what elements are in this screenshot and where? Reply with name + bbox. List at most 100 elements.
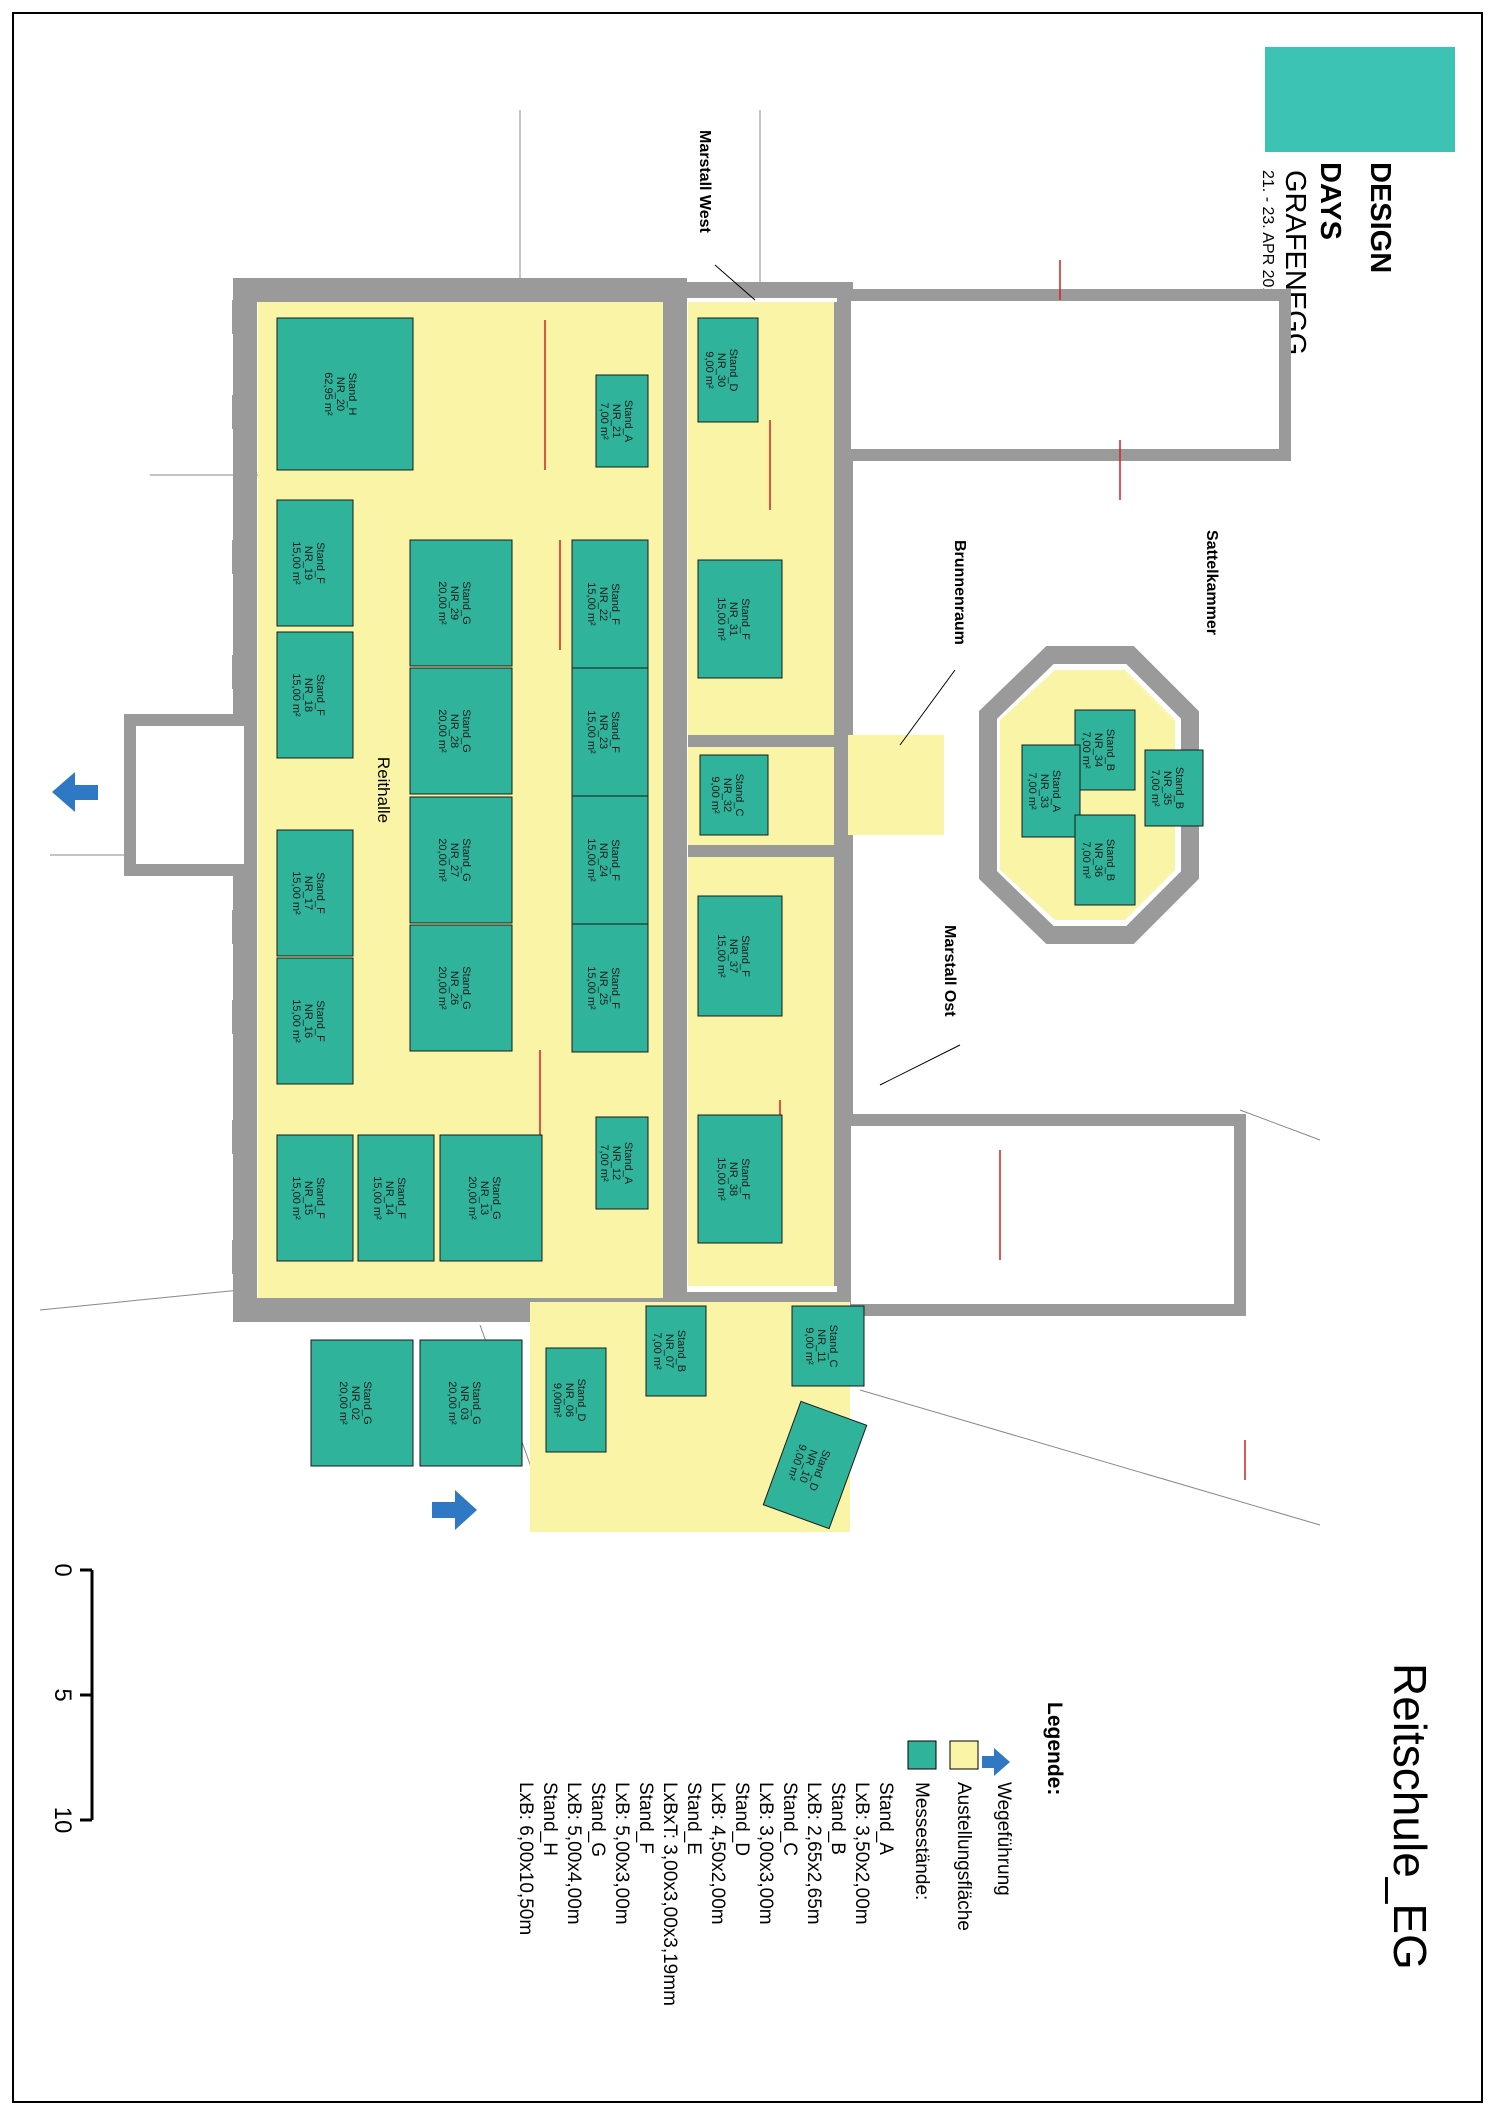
room-label-marstall-ost: Marstall Ost (941, 925, 958, 1017)
scale-tick-10: 10 (49, 1807, 76, 1834)
room-label-sattelkammer: Sattelkammer (1203, 530, 1220, 635)
stand-nr-28[interactable] (409, 667, 513, 795)
legend-arrow-icon (982, 1748, 1010, 1776)
legend-stand-size: LxB: 3,00x3,00m (755, 1782, 776, 1925)
stand-label-31: Stand_FNR_3115,00 m² (715, 597, 751, 641)
legend-stand-name: Stand_B (827, 1782, 848, 1855)
sattelkammer-wall (979, 646, 1199, 944)
stand-nr-34[interactable] (1074, 709, 1136, 791)
stand-label-19: Stand_FNR_1915,00 m² (290, 541, 326, 585)
legend-symbols (907, 1740, 1010, 1776)
page-frame (12, 12, 1483, 2103)
stand-label-30: Stand_DNR_309,00 m² (703, 349, 739, 392)
legend-stand-size: LxB: 6,00x10,50m (515, 1782, 536, 1935)
stand-label-03: Stand_GNR_0320,00 m² (446, 1381, 482, 1425)
stand-label-13: Stand_GNR_1320,00 m² (466, 1176, 502, 1220)
legend-stand-name: Stand_H (539, 1782, 560, 1856)
stand-nr-38[interactable] (697, 1114, 783, 1244)
stand-nr-18[interactable] (276, 631, 354, 759)
stand-nr-10[interactable] (762, 1400, 868, 1530)
legend-stand-name: Stand_E (683, 1782, 704, 1855)
stand-nr-20[interactable] (276, 317, 414, 471)
scale-tick-5: 5 (49, 1688, 76, 1701)
stand-nr-37[interactable] (697, 895, 783, 1017)
stand-label-24: Stand_FNR_2415,00 m² (585, 838, 621, 882)
direction-arrows (52, 772, 477, 1530)
buttresses (232, 300, 254, 1274)
stand-label-28: Stand_GNR_2820,00 m² (436, 709, 472, 753)
stand-nr-26[interactable] (409, 924, 513, 1052)
stand-label-26: Stand_GNR_2620,00 m² (436, 966, 472, 1010)
brand-logo (1265, 47, 1455, 152)
stand-nr-24[interactable] (571, 795, 649, 925)
stand-nr-21[interactable] (595, 374, 649, 468)
stand-nr-13[interactable] (439, 1134, 543, 1262)
stand-nr-15[interactable] (276, 1134, 354, 1262)
legend-item-messestaende: Messestände: (911, 1782, 932, 1900)
room-label-brunnenraum: Brunnenraum (951, 540, 968, 645)
stand-nr-11[interactable] (791, 1305, 865, 1387)
legend-stand-size: LxBxT: 3,00x3,00x3,19mm (659, 1782, 680, 2006)
stand-label-17: Stand_FNR_1715,00 m² (290, 871, 326, 915)
stand-label-36: Stand_BNR_367,00 m² (1080, 839, 1116, 881)
stand-nr-25[interactable] (571, 923, 649, 1053)
legend-stand-size: LxB: 5,00x3,00m (611, 1782, 632, 1925)
stand-nr-31[interactable] (697, 559, 783, 679)
stand-label-29: Stand_GNR_2920,00 m² (436, 581, 472, 625)
stand-nr-27[interactable] (409, 796, 513, 924)
legend-stand-size: LxB: 2,65x2,65m (803, 1782, 824, 1925)
stand-label-35: Stand_BNR_357,00 m² (1149, 767, 1185, 809)
stand-label-02: Stand_GNR_0220,00 m² (337, 1381, 373, 1425)
stand-nr-14[interactable] (357, 1134, 435, 1262)
legend-stand-size: LxB: 4,50x2,00m (707, 1782, 728, 1925)
stand-nr-29[interactable] (409, 539, 513, 667)
stand-label-33: Stand_ANR_337,00 m² (1026, 770, 1062, 813)
stand-nr-22[interactable] (571, 539, 649, 669)
stand-label-23: Stand_FNR_2315,00 m² (585, 710, 621, 754)
stand-label-12: Stand_ANR_127,00 m² (598, 1142, 634, 1185)
inner-wall (663, 302, 685, 1298)
stand-label-20: Stand_HNR_2062,95 m² (322, 372, 358, 416)
legend-stand-name: Stand_F (635, 1782, 656, 1854)
stand-label-06: Stand_DNR_069,00m² (551, 1379, 587, 1422)
stand-label-21: Stand_ANR_217,00 m² (598, 400, 634, 443)
room-label-reithalle: Reithalle (374, 757, 393, 823)
stand-label-27: Stand_GNR_2720,00 m² (436, 838, 472, 882)
stand-nr-23[interactable] (571, 667, 649, 797)
stand-nr-07[interactable] (645, 1305, 707, 1397)
stand-nr-02[interactable] (310, 1339, 414, 1467)
stand-nr-03[interactable] (419, 1339, 523, 1467)
stand-nr-12[interactable] (595, 1116, 649, 1210)
legend-stand-name: Stand_C (779, 1782, 800, 1856)
stand-nr-17[interactable] (276, 829, 354, 957)
legend-stand-name: Stand_A (875, 1782, 896, 1855)
legend-stand-size: LxB: 3,50x2,00m (851, 1782, 872, 1925)
scale-bar (80, 1568, 94, 1822)
stand-nr-32[interactable] (699, 754, 769, 836)
stand-nr-33[interactable] (1021, 744, 1081, 838)
stand-label-38: Stand_FNR_3815,00 m² (715, 1157, 751, 1201)
stand-nr-16[interactable] (276, 957, 354, 1085)
stand-nr-30[interactable] (697, 317, 759, 423)
stand-label-16: Stand_FNR_1615,00 m² (290, 999, 326, 1043)
stand-label-07: Stand_BNR_077,00 m² (651, 1330, 687, 1372)
stand-nr-06[interactable] (545, 1347, 607, 1453)
stand-label-37: Stand_FNR_3715,00 m² (715, 934, 751, 978)
stand-label-15: Stand_FNR_1515,00 m² (290, 1176, 326, 1220)
room-label-marstall-west: Marstall West (696, 130, 713, 234)
legend-stand-size: LxB: 5,00x4,00m (563, 1782, 584, 1925)
stand-label-34: Stand_BNR_347,00 m² (1080, 729, 1116, 771)
leader-lines (714, 264, 961, 1086)
stands (276, 317, 1204, 1530)
exit-arrow-icon (52, 772, 98, 812)
room-labels: Reithalle Marstall West Marstall Ost Bru… (374, 130, 1220, 1017)
stand-nr-36[interactable] (1074, 814, 1136, 906)
legend-item-wegefuehrung: Wegeführung (993, 1782, 1014, 1896)
stand-label-11: Stand_CNR_119,00 m² (803, 1325, 839, 1368)
scale-tick-0: 0 (49, 1563, 76, 1576)
stand-nr-19[interactable] (276, 499, 354, 627)
legend-title: Legende: (1043, 1702, 1066, 1795)
stand-label-22: Stand_FNR_2215,00 m² (585, 582, 621, 626)
stand-nr-35[interactable] (1144, 749, 1204, 827)
